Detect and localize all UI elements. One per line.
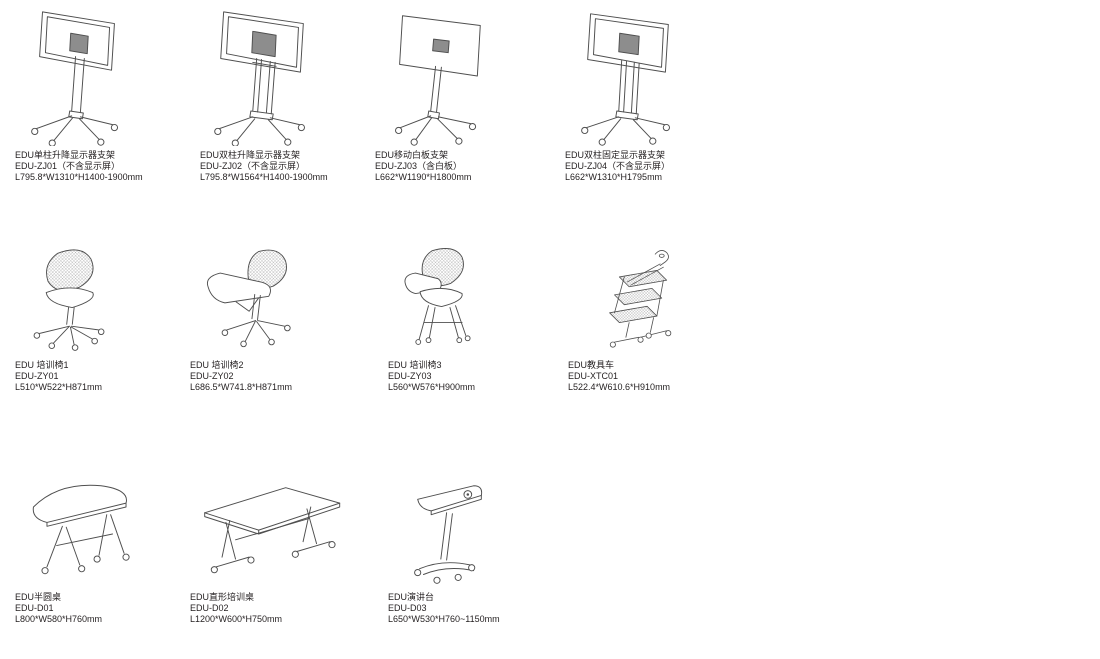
product-card: EDU双柱升降显示器支架 EDU-ZJ02（不含显示屏） L795.8*W156… xyxy=(200,8,390,183)
product-name: EDU半圆桌 xyxy=(15,592,62,602)
training-chair-2-drawing xyxy=(190,246,380,356)
product-card: EDU 培训椅3 EDU-ZY03 L560*W576*H900mm xyxy=(388,246,578,393)
product-size: L510*W522*H871mm xyxy=(15,382,103,392)
product-size: L662*W1310*H1795mm xyxy=(565,172,663,182)
product-name: EDU 培训椅2 xyxy=(190,360,244,370)
half-round-table-drawing xyxy=(15,480,205,588)
lectern-drawing xyxy=(388,480,578,588)
product-card: EDU 培训椅2 EDU-ZY02 L686.5*W741.8*H871mm xyxy=(190,246,380,393)
product-name: EDU直形培训桌 xyxy=(190,592,255,602)
product-name: EDU 培训椅1 xyxy=(15,360,69,370)
product-name: EDU教具车 xyxy=(568,360,615,370)
product-model: EDU-D03 xyxy=(388,603,427,613)
product-name: EDU 培训椅3 xyxy=(388,360,442,370)
product-name: EDU移动白板支架 xyxy=(375,150,449,160)
dual-column-lift-display-stand-drawing xyxy=(200,8,390,147)
product-card: EDU直形培训桌 EDU-D02 L1200*W600*H750mm xyxy=(190,480,380,625)
product-card: EDU教具车 EDU-XTC01 L522.4*W610.6*H910mm xyxy=(568,246,758,393)
product-size: L650*W530*H760~1150mm xyxy=(388,614,500,624)
mobile-whiteboard-stand-drawing xyxy=(375,8,565,146)
product-name: EDU演讲台 xyxy=(388,592,435,602)
product-card: EDU半圆桌 EDU-D01 L800*W580*H760mm xyxy=(15,480,205,625)
product-size: L560*W576*H900mm xyxy=(388,382,476,392)
product-size: L795.8*W1310*H1400-1900mm xyxy=(15,172,143,182)
product-model: EDU-ZJ03（含白板） xyxy=(375,161,463,171)
straight-training-table-drawing xyxy=(190,480,380,588)
dual-column-fixed-display-stand-drawing xyxy=(565,8,755,146)
training-chair-3-drawing xyxy=(388,246,578,356)
product-card: EDU移动白板支架 EDU-ZJ03（含白板） L662*W1190*H1800… xyxy=(375,8,565,183)
product-model: EDU-ZY01 xyxy=(15,371,59,381)
product-model: EDU-D02 xyxy=(190,603,229,613)
product-card: EDU演讲台 EDU-D03 L650*W530*H760~1150mm xyxy=(388,480,578,625)
product-card: EDU单柱升降显示器支架 EDU-ZJ01（不含显示屏） L795.8*W131… xyxy=(15,8,205,183)
product-model: EDU-ZJ02（不含显示屏） xyxy=(200,161,306,171)
product-model: EDU-XTC01 xyxy=(568,371,619,381)
product-name: EDU双柱升降显示器支架 xyxy=(200,150,301,160)
product-size: L1200*W600*H750mm xyxy=(190,614,283,624)
product-size: L800*W580*H760mm xyxy=(15,614,103,624)
teaching-cart-drawing xyxy=(568,246,758,356)
product-model: EDU-ZY03 xyxy=(388,371,432,381)
product-size: L795.8*W1564*H1400-1900mm xyxy=(200,172,328,182)
product-size: L522.4*W610.6*H910mm xyxy=(568,382,671,392)
product-model: EDU-D01 xyxy=(15,603,54,613)
product-card: EDU 培训椅1 EDU-ZY01 L510*W522*H871mm xyxy=(15,246,205,393)
product-model: EDU-ZY02 xyxy=(190,371,234,381)
product-size: L662*W1190*H1800mm xyxy=(375,172,472,182)
single-column-lift-display-stand-drawing xyxy=(15,8,205,147)
product-size: L686.5*W741.8*H871mm xyxy=(190,382,293,392)
product-name: EDU双柱固定显示器支架 xyxy=(565,150,666,160)
product-card: EDU双柱固定显示器支架 EDU-ZJ04（不含显示屏） L662*W1310*… xyxy=(565,8,755,183)
training-chair-1-drawing xyxy=(15,246,205,356)
product-name: EDU单柱升降显示器支架 xyxy=(15,150,116,160)
product-model: EDU-ZJ01（不含显示屏） xyxy=(15,161,121,171)
product-model: EDU-ZJ04（不含显示屏） xyxy=(565,161,671,171)
